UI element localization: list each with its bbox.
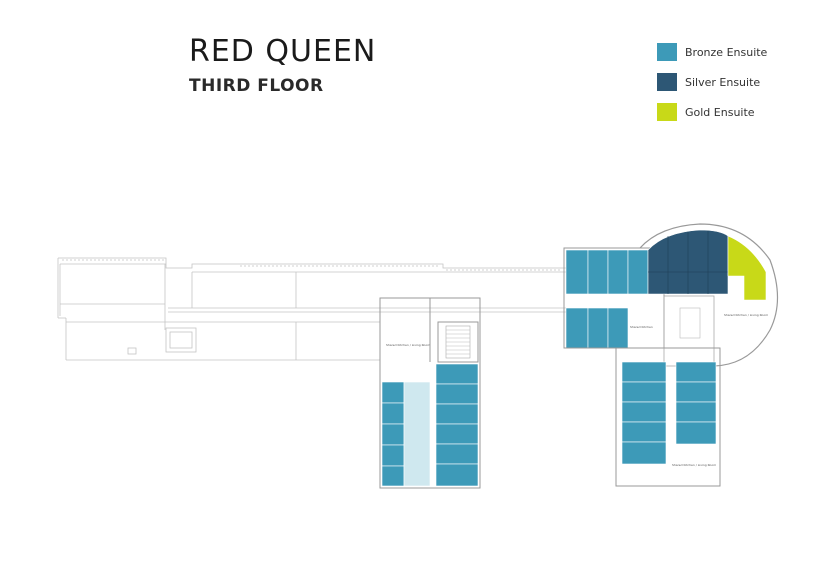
central-stair-treads [446,329,470,355]
legend-item-silver: Silver Ensuite [657,67,767,97]
legend-item-bronze: Bronze Ensuite [657,37,767,67]
east-stair-core [663,295,715,367]
legend-item-gold: Gold Ensuite [657,97,767,127]
central-rooms-east [435,363,479,487]
central-rooms-west [381,381,431,487]
east-kitchen-label: Shared Kitchen / Living Room [724,313,768,317]
south-block-outline [615,347,721,487]
centre-kitchen-label: Shared Kitchen [630,325,653,329]
south-rooms-east [675,361,717,445]
gold-room [727,235,767,301]
legend-label: Silver Ensuite [685,75,761,89]
silver-room-dividers [648,231,728,294]
floor-subtitle: THIRD FLOOR [189,76,324,96]
tower-outline [639,223,779,367]
legend: Bronze Ensuite Silver Ensuite Gold Ensui… [657,37,767,127]
bronze-swatch [657,43,677,61]
silver-swatch [657,73,677,91]
legend-label: Gold Ensuite [685,105,755,119]
gold-swatch [657,103,677,121]
west-wing-outline [57,257,566,361]
page-title: RED QUEEN [189,34,377,69]
south-rooms-west [621,361,667,465]
east-north-rooms [565,249,649,349]
west-kitchen-label: Shared Kitchen / Living Room [386,343,430,347]
south-kitchen-label: Shared Kitchen / Living Room [672,463,716,467]
central-block [379,297,481,489]
east-lift [679,307,701,339]
legend-label: Bronze Ensuite [685,45,768,59]
